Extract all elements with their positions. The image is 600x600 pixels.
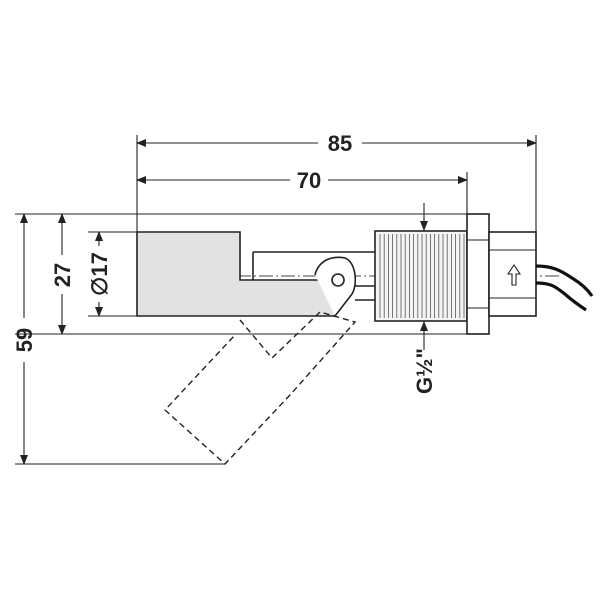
dimension-59: 59 [12, 213, 37, 465]
thread-label: G½" [412, 348, 437, 394]
float-body [136, 231, 336, 317]
dimension-label-59: 59 [12, 328, 37, 352]
extension-lines [15, 135, 537, 465]
pivot-pin [331, 273, 345, 287]
rod-to-housing [355, 285, 375, 301]
float-stem [252, 251, 375, 280]
dimension-label-27: 27 [50, 263, 75, 287]
float-tilted-outline [164, 311, 357, 465]
dimension-27: 27 [50, 213, 75, 335]
dimension-70: 70 [136, 168, 468, 193]
dimension-diameter-17: ∅17 [87, 231, 112, 317]
dimension-85: 85 [136, 131, 537, 156]
hex-nut [466, 213, 490, 335]
cable-wires [535, 264, 594, 312]
thread-lines [379, 234, 465, 318]
thread-callout: G½" [412, 203, 437, 394]
dimension-label-85: 85 [328, 131, 352, 156]
thread-housing [374, 230, 468, 322]
hinge-lever [314, 256, 357, 317]
direction-arrow-icon [506, 264, 522, 286]
dimension-label-diameter-17: ∅17 [87, 252, 112, 296]
dimension-label-70: 70 [297, 168, 321, 193]
